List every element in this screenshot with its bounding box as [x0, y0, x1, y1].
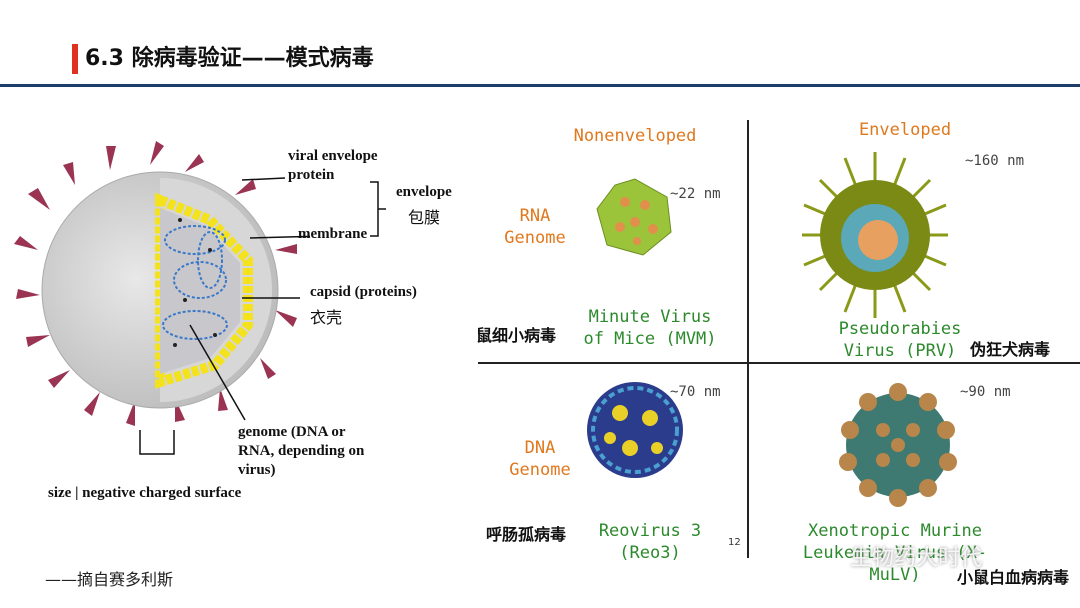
header-nonenveloped: Nonenveloped [573, 126, 697, 146]
label-genome: genome (DNA or RNA, depending on virus) [238, 424, 365, 478]
watermark-text: 生物药大时代 [850, 546, 983, 571]
name-xmulv: Xenotropic Murine Leukemia Virus (X-MuLV… [802, 521, 988, 585]
grid-vertical-divider [747, 120, 749, 558]
envelope-protein-spikes [14, 141, 297, 426]
zh-name-xmulv: 小鼠白血病病毒 [957, 568, 1070, 587]
name-prv: Pseudorabies Virus (PRV) [838, 319, 962, 361]
name-reo3: Reovirus 3 (Reo3) [598, 521, 702, 563]
envelope-bracket [370, 181, 386, 237]
zh-name-reo3: 呼肠孤病毒 [486, 525, 567, 544]
label-capsid-zh: 衣壳 [310, 308, 343, 327]
size-prv: ~160 nm [965, 153, 1025, 169]
mvm-virus-image [596, 178, 672, 256]
label-viral-envelope-protein: viral envelope protein [288, 148, 378, 183]
label-rna-genome: RNA Genome [504, 206, 566, 248]
title-accent-bar [72, 44, 78, 74]
label-capsid: capsid (proteins) [310, 284, 417, 300]
size-mvm: ~22 nm [670, 186, 721, 202]
label-size: size | negative charged surface [48, 485, 242, 501]
size-xmulv: ~90 nm [960, 384, 1011, 400]
label-dna-genome: DNA Genome [509, 438, 571, 480]
zh-name-mvm: 鼠细小病毒 [476, 326, 557, 345]
page-number: 12 [728, 537, 741, 548]
source-note: ——摘自赛多利斯 [45, 570, 174, 589]
page-title: 6.3 除病毒验证——模式病毒 [85, 46, 374, 71]
header-rule [0, 84, 1080, 87]
size-reo3: ~70 nm [670, 384, 721, 400]
grid-horizontal-divider [478, 362, 1080, 364]
label-envelope-zh: 包膜 [408, 208, 441, 227]
label-membrane: membrane [298, 226, 368, 242]
xmulv-virus-image [839, 383, 957, 507]
name-mvm: Minute Virus of Mice (MVM) [583, 307, 717, 349]
prv-virus-image [802, 152, 948, 318]
reovirus-image [587, 382, 683, 478]
virus-structure-diagram [14, 141, 310, 455]
zh-name-prv: 伪狂犬病毒 [970, 340, 1051, 359]
header-enveloped: Enveloped [858, 120, 952, 140]
label-envelope: envelope [396, 184, 452, 200]
